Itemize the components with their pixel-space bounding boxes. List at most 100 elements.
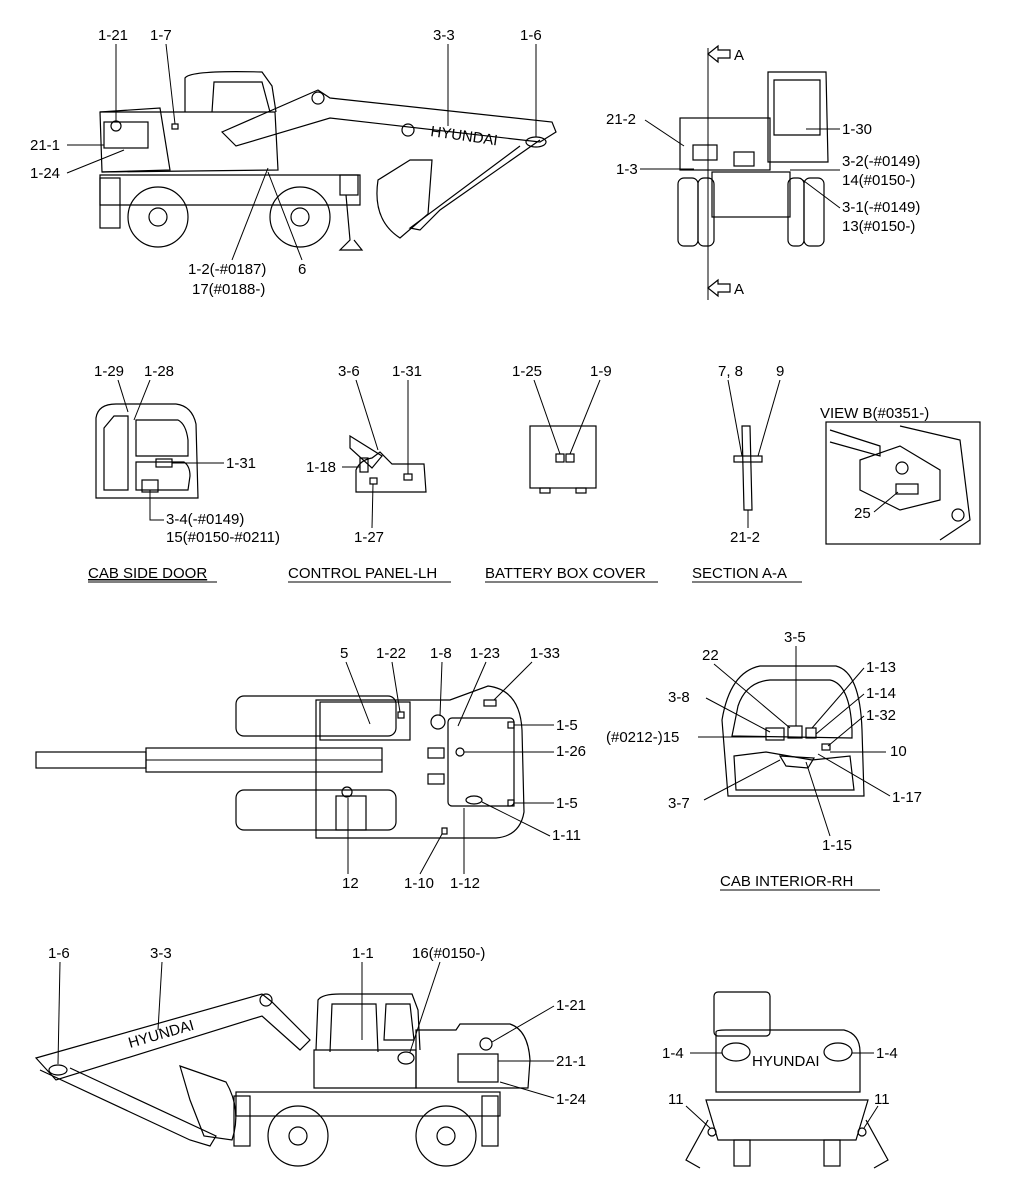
undercarriage xyxy=(99,174,361,206)
front-tire-left xyxy=(733,1139,751,1167)
leader-1-17 xyxy=(817,753,891,797)
leader-3-7 xyxy=(703,759,781,801)
outrigger-pad xyxy=(338,194,364,251)
label-1-3: 1-3 xyxy=(616,161,638,178)
leader-25 xyxy=(873,491,899,513)
outrigger-front xyxy=(339,174,359,196)
top-view-house xyxy=(315,685,525,839)
label-12: 12 xyxy=(342,875,359,892)
label-1-6: 1-6 xyxy=(520,27,542,44)
cab-window xyxy=(211,81,271,113)
cylinder-pin xyxy=(401,123,415,137)
boom-pin xyxy=(311,91,325,105)
label-1-6-bottom: 1-6 xyxy=(48,945,70,962)
view-b-frame xyxy=(825,421,981,545)
label-5: 5 xyxy=(340,645,348,662)
side-view-bottom: HYUNDAI xyxy=(34,993,531,1167)
decal-1-5-upper xyxy=(507,721,515,729)
rear-tire-4 xyxy=(803,177,825,247)
label-1-2: 1-2(-#0187) xyxy=(188,261,266,278)
cab-outline xyxy=(184,71,277,113)
bottom-cab-window xyxy=(383,1003,415,1041)
rear-panel xyxy=(733,151,755,167)
cab-side-door-labels: 1-29 1-28 1-31 3-4(-#0149) 15(#0150-#021… xyxy=(88,363,280,583)
decal-11-right xyxy=(857,1127,867,1137)
front-view-labels: 1-4 1-4 11 11 xyxy=(662,1045,898,1129)
bottom-outrigger-rear xyxy=(481,1095,499,1147)
label-14: 14(#0150-) xyxy=(842,172,915,189)
label-3-2: 3-2(-#0149) xyxy=(842,153,920,170)
view-b-pin xyxy=(895,461,909,475)
bottom-wheel-front xyxy=(267,1105,329,1167)
joystick xyxy=(349,434,383,469)
caption-section-aa: SECTION A-A xyxy=(692,565,787,582)
label-21-1-bottom: 21-1 xyxy=(556,1053,586,1070)
decal-1-8 xyxy=(430,714,446,730)
decal-1-31-door xyxy=(155,458,173,468)
battery-hinge-1 xyxy=(539,487,551,494)
door-outline xyxy=(95,403,199,499)
leader-1-28 xyxy=(133,379,151,421)
leader-3-1 xyxy=(799,177,841,209)
top-view xyxy=(35,685,525,839)
label-1-8: 1-8 xyxy=(430,645,452,662)
counterweight xyxy=(99,107,171,173)
label-1-25: 1-25 xyxy=(512,363,542,380)
label-1-17: 1-17 xyxy=(892,789,922,806)
decal-1-25 xyxy=(555,453,565,463)
leader-16 xyxy=(409,961,441,1053)
console-body xyxy=(355,451,427,493)
control-panel xyxy=(349,434,427,493)
view-b-link xyxy=(859,445,941,511)
section-aa-labels: 7, 8 9 21-2 SECTION A-A xyxy=(692,363,802,583)
label-1-33: 1-33 xyxy=(530,645,560,662)
decal-1-9 xyxy=(565,453,575,463)
decal-21-1 xyxy=(103,121,149,149)
decal-1-31-panel xyxy=(403,473,413,481)
label-13: 13(#0150-) xyxy=(842,218,915,235)
label-1-18: 1-18 xyxy=(306,459,336,476)
leader-6 xyxy=(267,171,303,261)
label-1-15: 1-15 xyxy=(822,837,852,854)
leader-7-8 xyxy=(727,379,743,457)
label-1-9: 1-9 xyxy=(590,363,612,380)
label-1-5-upper: 1-5 xyxy=(556,717,578,734)
leader-11-left xyxy=(685,1105,711,1129)
bottom-house xyxy=(415,1023,531,1089)
section-aa xyxy=(733,425,763,511)
label-3-6: 3-6 xyxy=(338,363,360,380)
decal-1-7 xyxy=(171,123,179,130)
label-1-1: 1-1 xyxy=(352,945,374,962)
side-view-bottom-labels: 1-6 3-3 1-1 16(#0150-) 1-21 21-1 1-24 xyxy=(48,945,586,1108)
label-10: 10 xyxy=(890,743,907,760)
battery-cover-labels: 1-25 1-9 BATTERY BOX COVER xyxy=(485,363,658,583)
label-1-32: 1-32 xyxy=(866,707,896,724)
label-1-23: 1-23 xyxy=(470,645,500,662)
bottom-house-front xyxy=(313,1049,417,1089)
front-axle xyxy=(705,1099,869,1141)
decal-1-13 xyxy=(805,727,817,739)
bottom-outrigger-front xyxy=(233,1095,251,1147)
decal-16 xyxy=(397,1051,415,1065)
label-6: 6 xyxy=(298,261,306,278)
label-1-31-panel: 1-31 xyxy=(392,363,422,380)
boom xyxy=(220,89,557,147)
leader-1-25 xyxy=(533,379,561,455)
label-3-8: 3-8 xyxy=(668,689,690,706)
decal-12 xyxy=(341,786,353,798)
label-1-10: 1-10 xyxy=(404,875,434,892)
upper-house xyxy=(100,111,279,173)
side-view-top: HYUNDAI xyxy=(99,71,557,251)
label-15-door: 15(#0150-#0211) xyxy=(166,529,280,546)
decal-25 xyxy=(895,483,919,495)
label-11-right: 11 xyxy=(874,1091,890,1108)
label-1-21-bottom: 1-21 xyxy=(556,997,586,1014)
section-bolt xyxy=(733,455,763,463)
top-view-grille-2 xyxy=(427,773,445,785)
label-1-13: 1-13 xyxy=(866,659,896,676)
view-b-structure xyxy=(899,425,971,541)
boom-brand-text: HYUNDAI xyxy=(429,123,498,149)
decal-1-32 xyxy=(821,743,831,751)
decal-1-33 xyxy=(483,699,497,707)
